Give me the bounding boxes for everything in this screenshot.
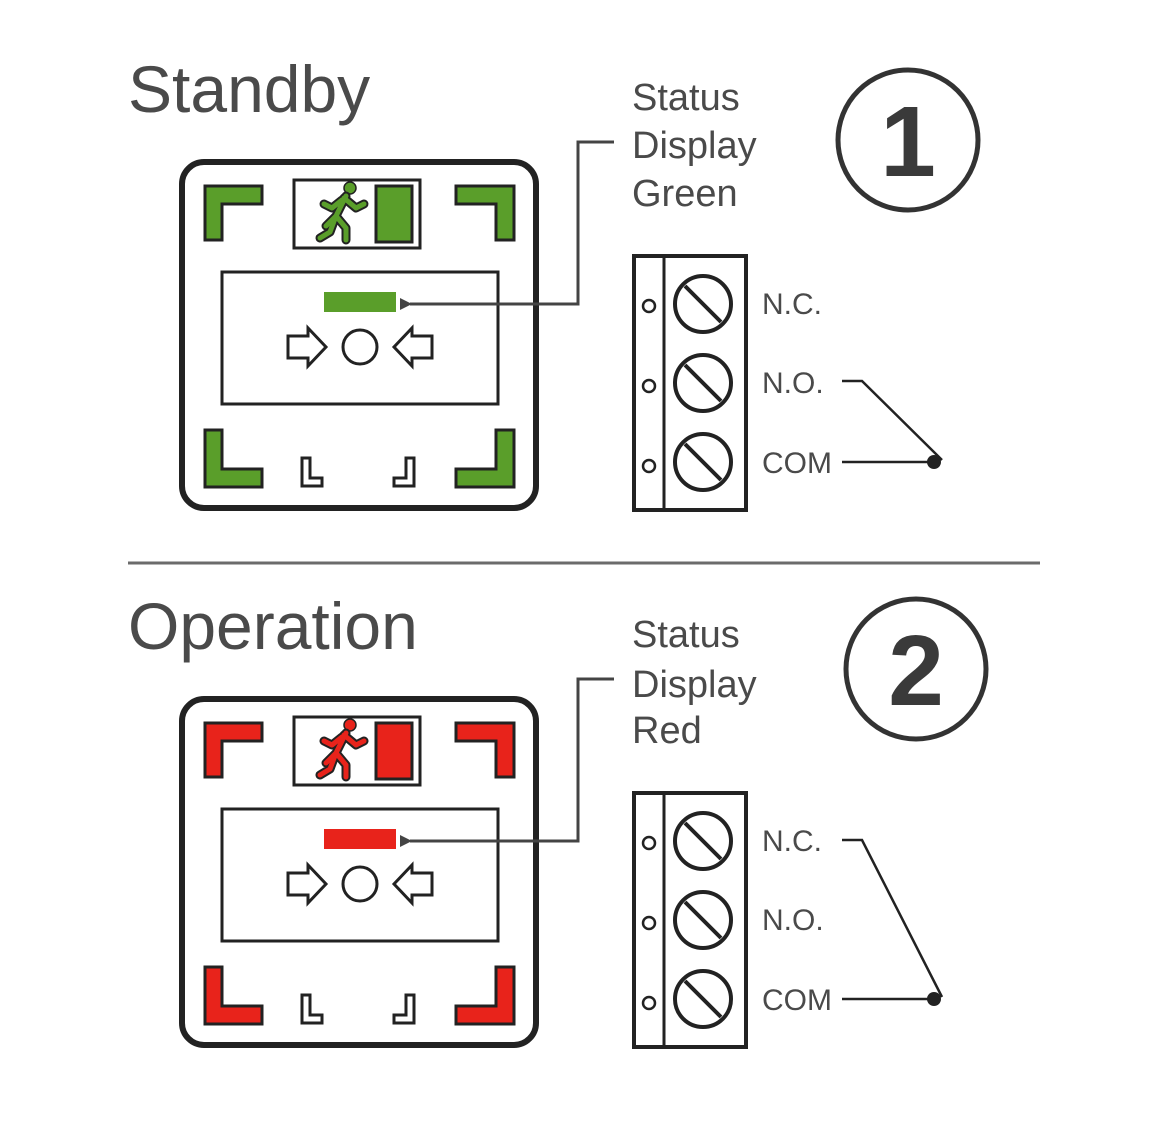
screw-terminal-icon [673,432,733,492]
screw-terminal-icon [673,274,733,334]
call-point-device [179,696,539,1048]
status-display-indicator [324,292,396,312]
status-label-line1: Status [632,614,740,656]
call-point-device [179,159,539,511]
terminal-label-no: N.O. [762,904,824,937]
section-operation: Operation Status Display Red 2 [128,589,989,1049]
status-display-leader [400,677,614,847]
screw-terminal-icon [673,969,733,1029]
exit-door-indicator [374,721,414,781]
status-label-line2: Display [632,664,757,706]
section-title: Standby [128,52,370,126]
key-slot-left [300,993,324,1025]
key-slot-right [392,993,416,1025]
status-label-line3: Green [632,173,738,215]
terminal-label-com: COM [762,984,832,1017]
exit-door-indicator [374,184,414,244]
arrow-right-icon [286,324,329,370]
key-slot-left [300,456,324,488]
step-number-badge: 1 [835,67,981,213]
screw-terminal-icon [673,811,733,871]
status-display-leader [400,140,614,310]
status-label-line3: Red [632,710,702,752]
terminal-block [632,254,748,512]
terminal-label-nc: N.C. [762,825,822,858]
section-title: Operation [128,589,418,663]
exit-sign [292,180,422,250]
corner-brackets [203,184,516,489]
step-number: 1 [880,86,936,198]
arrow-left-icon [391,861,434,907]
step-number-badge: 2 [843,596,989,742]
terminal-label-nc: N.C. [762,288,822,321]
terminal-label-com: COM [762,447,832,480]
terminal-block [632,791,748,1049]
terminal-label-no: N.O. [762,367,824,400]
screw-terminal-icon [673,353,733,413]
screw-terminal-icon [673,890,733,950]
exit-sign [292,717,422,787]
status-display-indicator [324,829,396,849]
key-slot-right [392,456,416,488]
reset-button-icon [341,328,379,366]
arrow-right-icon [286,861,329,907]
relay-contact [842,379,943,469]
step-number: 2 [888,615,944,727]
section-standby: Standby Status Display Green 1 [128,52,981,512]
status-label-line1: Status [632,77,740,119]
status-label-line2: Display [632,125,757,167]
arrow-left-icon [391,324,434,370]
corner-brackets [203,721,516,1026]
reset-button-icon [341,865,379,903]
relay-contact [842,838,944,1006]
